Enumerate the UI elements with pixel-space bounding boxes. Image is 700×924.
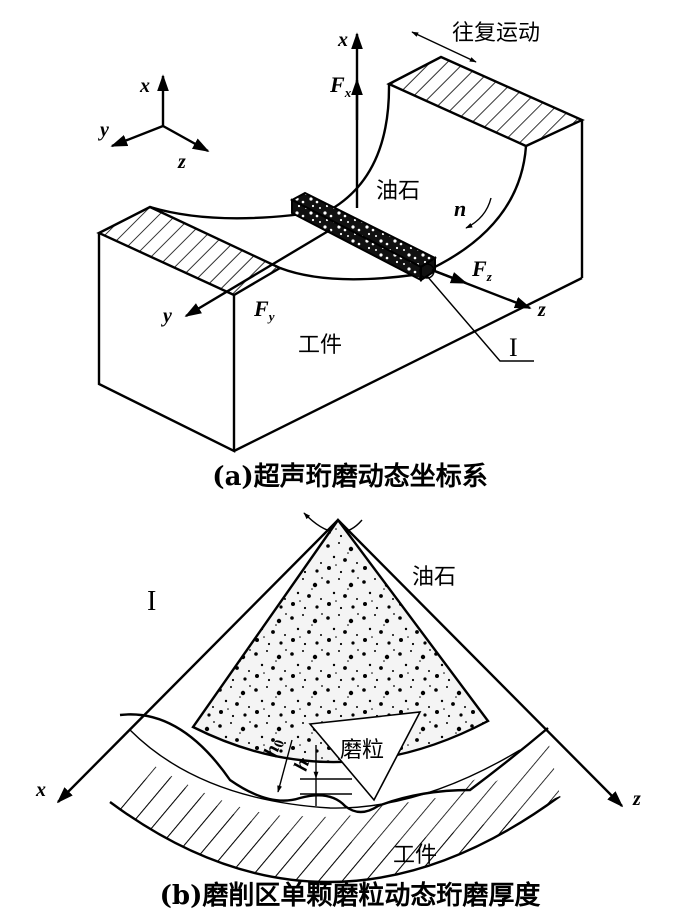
stone-bar-top: [289, 191, 438, 269]
workpiece-hatch: [110, 740, 560, 883]
stone-sector: [191, 517, 490, 764]
workpiece-block: [96, 55, 585, 453]
h0-label: h0: [260, 736, 288, 761]
reciprocating-arrow: [411, 31, 477, 63]
abrasive-grain: [308, 711, 422, 802]
ref-x-label: x: [139, 75, 150, 97]
motion-label: 往复运动: [452, 21, 540, 46]
figure-a: x y z x Fx: [96, 21, 585, 492]
axis-z-label-b: z: [632, 788, 641, 810]
ref-z-label: z: [177, 151, 186, 173]
force-z-label: Fz: [471, 256, 493, 284]
caption-b: (b)磨削区单颗磨粒动态珩磨厚度: [160, 880, 541, 911]
force-y-label: Fy: [253, 296, 275, 324]
ideal-surface-line: [129, 729, 521, 809]
bottom-edge: [233, 276, 583, 453]
axis-z-arrow-b: [337, 519, 624, 808]
axis-y-arrow: [184, 228, 331, 318]
honing-stone-bar: [289, 191, 438, 282]
ref-z-arrow: [162, 124, 210, 153]
ref-y-arrow: [110, 124, 164, 148]
left-top-face: [96, 205, 283, 297]
detail-callout-label: I: [509, 333, 518, 362]
figure-b: x z 磨粒 h0 h I 油石 工件 (b)磨削区单颗磨粒动态珩磨厚度: [35, 512, 641, 911]
axis-x-label: x: [337, 29, 348, 51]
axis-z-label: z: [537, 299, 546, 321]
reference-axes: x y z: [98, 74, 210, 173]
force-x-label: Fx: [329, 72, 352, 100]
force-z-arrow: [431, 268, 468, 285]
axis-x-label-b: x: [35, 779, 46, 801]
left-front-face: [97, 233, 236, 453]
groove-back-curve: [149, 83, 391, 220]
detail-circle: [419, 263, 435, 279]
grain-label: 磨粒: [340, 738, 384, 763]
axis-y-label: y: [161, 305, 172, 327]
workpiece-wavy-surface: [119, 713, 549, 814]
stone-label-b: 油石: [412, 565, 456, 590]
ref-y-label: y: [98, 119, 109, 141]
rotation-arrow: [465, 197, 492, 229]
axis-x-arrow-b: [56, 519, 339, 804]
h0-dimension-line: [277, 739, 293, 793]
detail-label-b: I: [147, 586, 156, 617]
caption-a: (a)超声珩磨动态坐标系: [212, 461, 487, 492]
workpiece-label-a: 工件: [298, 333, 342, 358]
stone-label-a: 油石: [376, 179, 420, 204]
detail-leader-line: [426, 275, 534, 362]
rotation-label: n: [454, 196, 466, 221]
workpiece-label-b: 工件: [393, 843, 437, 868]
right-top-face: [386, 55, 585, 148]
